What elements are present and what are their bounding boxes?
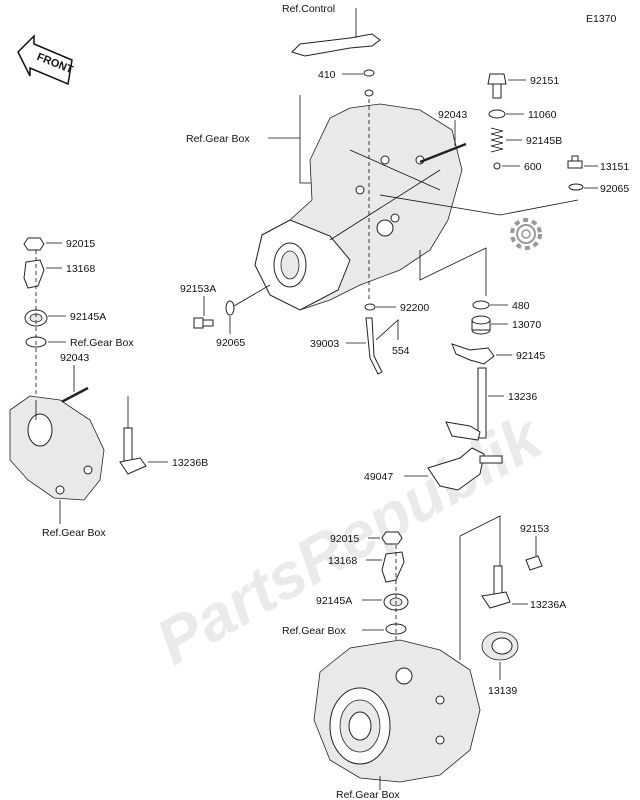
label-39003: 39003	[310, 338, 339, 350]
part-13151-switch	[567, 155, 583, 169]
part-600-ball	[493, 162, 501, 170]
label-13070: 13070	[512, 319, 541, 331]
label-13168-left: 13168	[66, 263, 95, 275]
label-410: 410	[318, 69, 336, 81]
label-92145A-left: 92145A	[70, 311, 106, 323]
part-92065-washer-left	[225, 300, 235, 316]
part-92043-pin	[419, 142, 467, 164]
ref-gear-box-bottom-2: Ref.Gear Box	[336, 789, 400, 800]
label-11060: 11060	[528, 109, 557, 121]
front-arrow-icon: FRONT	[17, 34, 75, 86]
ref-gear-box-top-label: Ref.Gear Box	[186, 133, 250, 145]
label-13151: 13151	[600, 161, 629, 173]
ref-control-label: Ref.Control	[282, 3, 335, 15]
label-13236: 13236	[508, 391, 537, 403]
diagram-code: E1370	[586, 13, 617, 25]
part-13070-collar	[471, 315, 491, 335]
part-92153A-bolt	[193, 317, 214, 329]
part-13168-lever-left	[23, 259, 45, 289]
part-92145B-spring	[490, 127, 504, 153]
part-39003-lever	[365, 317, 383, 375]
part-92151-bolt	[487, 73, 507, 99]
ref-gear-box-left-2: Ref.Gear Box	[42, 527, 106, 539]
label-92145A-bottom: 92145A	[316, 595, 352, 607]
ref-control-bracket	[291, 8, 381, 57]
label-92065-left: 92065	[216, 337, 245, 349]
part-92153-bolt	[525, 555, 543, 571]
part-11060-gasket	[488, 109, 506, 119]
ref-gear-box-left-1: Ref.Gear Box	[70, 337, 134, 349]
gear-icon	[510, 218, 542, 250]
bottom-gear-box-housing	[313, 639, 481, 783]
label-92153: 92153	[520, 523, 549, 535]
label-13236B: 13236B	[172, 457, 208, 469]
part-92015-nut-left	[23, 237, 45, 251]
label-92065-right: 92065	[600, 183, 629, 195]
part-13236-shaft	[445, 367, 487, 441]
label-480: 480	[512, 300, 530, 312]
left-gear-box-housing	[9, 395, 105, 501]
part-49047-fork	[427, 447, 503, 491]
part-92015-nut-bottom	[381, 531, 403, 545]
label-92145: 92145	[516, 350, 545, 362]
part-13236B-shaft	[119, 427, 147, 475]
part-13139-bearing	[481, 631, 519, 661]
label-92015-left: 92015	[66, 238, 95, 250]
label-13236A: 13236A	[530, 599, 566, 611]
label-92200: 92200	[400, 302, 429, 314]
part-480-washer	[472, 300, 490, 310]
label-13168-bottom: 13168	[328, 555, 357, 567]
part-410-washer	[363, 69, 375, 77]
label-13139: 13139	[488, 685, 517, 697]
label-600: 600	[524, 161, 542, 173]
part-13168-lever-bottom	[381, 551, 405, 583]
ref-gear-box-bottom-1: Ref.Gear Box	[282, 625, 346, 637]
label-92153A: 92153A	[180, 283, 216, 295]
label-92151: 92151	[530, 75, 559, 87]
label-554: 554	[392, 345, 410, 357]
main-gear-box-housing	[254, 103, 579, 311]
part-13236A-shaft	[481, 565, 511, 609]
label-49047: 49047	[364, 471, 393, 483]
part-92145-spring	[451, 343, 495, 365]
label-92043-left: 92043	[60, 352, 89, 364]
part-92065-washer-right	[568, 183, 584, 191]
label-92015-bottom: 92015	[330, 533, 359, 545]
part-92200-washer	[364, 303, 376, 311]
label-92145B: 92145B	[526, 135, 562, 147]
label-92043-top: 92043	[438, 109, 467, 121]
